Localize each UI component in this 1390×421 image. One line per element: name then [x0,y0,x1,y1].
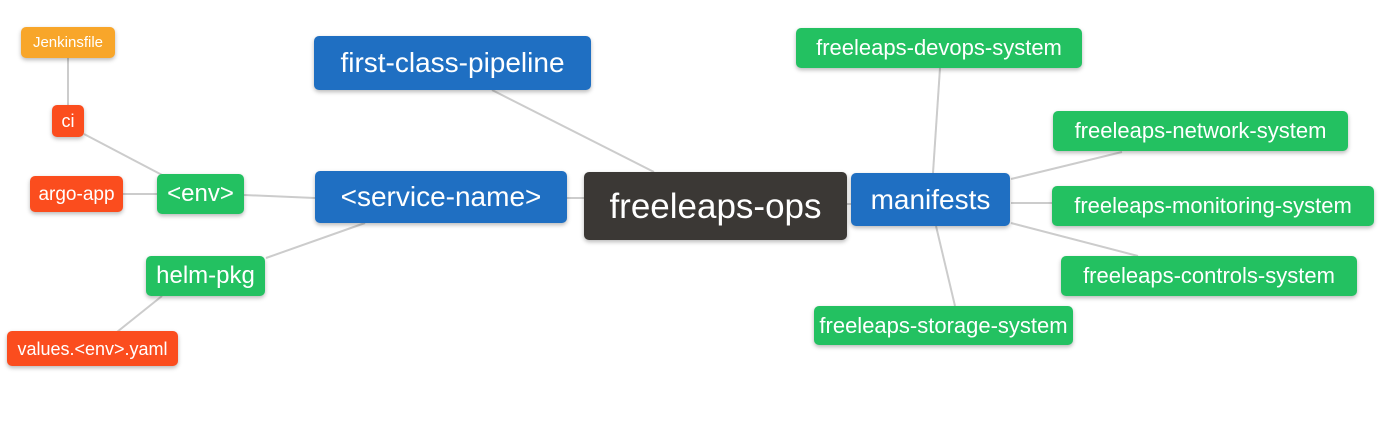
edge-helm-pkg-service-name [265,222,366,259]
node-first-class-pipeline[interactable]: first-class-pipeline [314,36,591,90]
edge-first-class-pipeline-root [491,89,655,173]
node-jenkinsfile[interactable]: Jenkinsfile [21,27,115,58]
node-freeleaps-monitoring-system[interactable]: freeleaps-monitoring-system [1052,186,1374,226]
edge-manifests-devops-system [932,67,941,174]
node-helm-pkg[interactable]: helm-pkg [146,256,265,296]
node-freeleaps-controls-system[interactable]: freeleaps-controls-system [1061,256,1357,296]
node-service-name[interactable]: <service-name> [315,171,567,223]
edge-manifests-storage-system [935,225,956,307]
node-freeleaps-ops-root[interactable]: freeleaps-ops [584,172,847,240]
node-argo-app[interactable]: argo-app [30,176,123,212]
node-manifests[interactable]: manifests [851,173,1010,226]
node-freeleaps-devops-system[interactable]: freeleaps-devops-system [796,28,1082,68]
edge-ci-env [83,133,165,177]
node-values-env-yaml[interactable]: values.<env>.yaml [7,331,178,366]
edge-manifests-network-system [1010,151,1123,180]
edge-env-service-name [243,194,316,199]
node-freeleaps-network-system[interactable]: freeleaps-network-system [1053,111,1348,151]
node-env[interactable]: <env> [157,174,244,214]
node-ci[interactable]: ci [52,105,84,137]
node-freeleaps-storage-system[interactable]: freeleaps-storage-system [814,306,1073,345]
edge-helm-pkg-values-env-yaml [116,295,163,333]
edge-manifests-controls-system [1010,222,1139,257]
